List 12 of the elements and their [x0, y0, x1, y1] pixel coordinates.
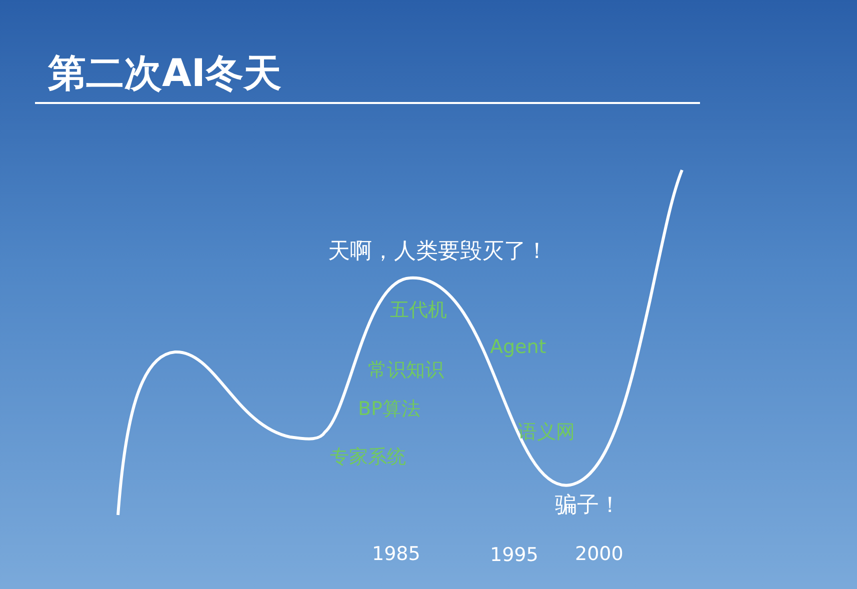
era-label: 常识知识	[368, 358, 444, 382]
era-label: 专家系统	[330, 445, 406, 469]
exclamation-text: 天啊，人类要毁灭了！	[328, 240, 548, 264]
year-label: 1995	[490, 543, 538, 567]
era-label: BP算法	[358, 397, 420, 421]
year-label: 2000	[575, 542, 624, 566]
slide-title: 第二次AI冬天	[48, 50, 282, 96]
era-label: 语义网	[518, 420, 575, 444]
exclamation-text: 骗子！	[555, 494, 621, 518]
era-label: Agent	[490, 335, 546, 359]
year-label: 1985	[372, 542, 420, 566]
era-label: 五代机	[390, 298, 447, 322]
